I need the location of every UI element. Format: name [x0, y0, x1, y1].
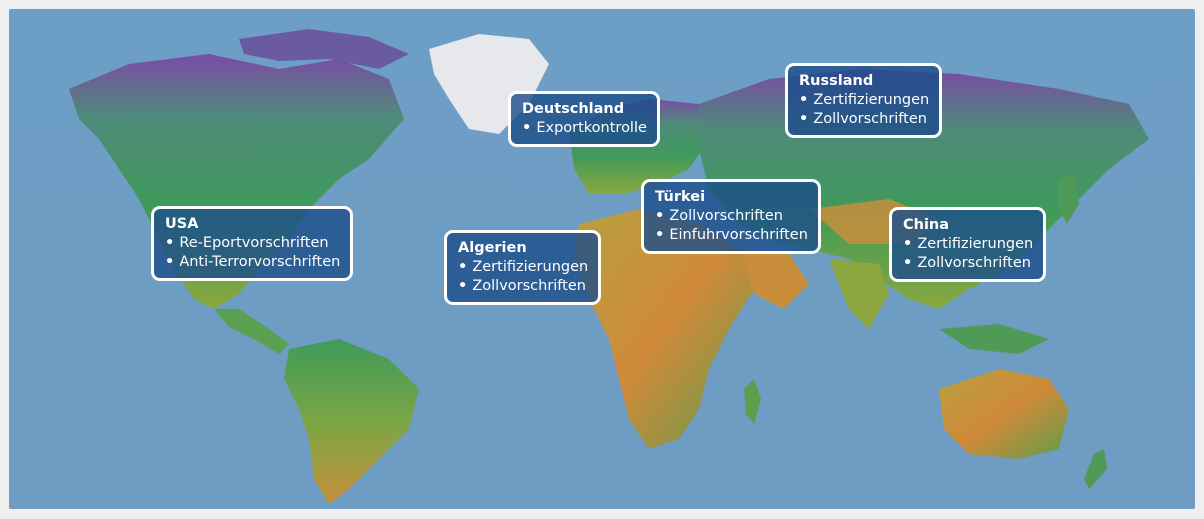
region-list-item: Exportkontrolle [522, 119, 647, 138]
north-america-landmass [69, 54, 404, 309]
region-title: USA [165, 216, 199, 232]
region-list-item: Re-Eportvorschriften [165, 234, 340, 253]
region-box-usa: USA Re-Eportvorschriften Anti-Terrorvors… [151, 206, 354, 281]
region-box-china: China Zertifizierungen Zollvorschriften [889, 207, 1047, 282]
india-landmass [829, 259, 889, 329]
region-list-item: Einfuhrvorschriften [655, 226, 808, 245]
south-america-landmass [284, 339, 419, 504]
region-title: Russland [799, 73, 874, 89]
region-list-item: Zollvorschriften [655, 207, 808, 226]
region-title: China [903, 217, 950, 233]
region-title: Algerien [458, 240, 527, 256]
central-america-landmass [214, 309, 289, 354]
region-list-item: Zertifizierungen [799, 91, 929, 110]
indonesia-islands [939, 324, 1049, 354]
region-title: Deutschland [522, 101, 625, 117]
region-list-item: Zollvorschriften [903, 254, 1033, 273]
japan-islands [1059, 174, 1079, 224]
region-box-tuerkei: Türkei Zollvorschriften Einfuhrvorschrif… [641, 179, 821, 254]
region-title: Türkei [655, 189, 706, 205]
region-list-item: Zertifizierungen [458, 258, 588, 277]
region-list-item: Zertifizierungen [903, 235, 1033, 254]
region-list-item: Anti-Terrorvorschriften [165, 253, 340, 272]
new-zealand-islands [1084, 449, 1107, 489]
region-box-algerien: Algerien Zertifizierungen Zollvorschrift… [444, 230, 602, 305]
australia-landmass [939, 369, 1069, 459]
madagascar [744, 379, 761, 424]
region-list-item: Zollvorschriften [799, 110, 929, 129]
arabia-landmass [739, 249, 809, 309]
region-list-item: Zollvorschriften [458, 277, 588, 296]
region-box-russland: Russland Zertifizierungen Zollvorschrift… [785, 63, 943, 138]
africa-landmass [574, 209, 754, 449]
arctic-islands [239, 29, 409, 69]
region-box-deutschland: Deutschland Exportkontrolle [508, 91, 660, 147]
